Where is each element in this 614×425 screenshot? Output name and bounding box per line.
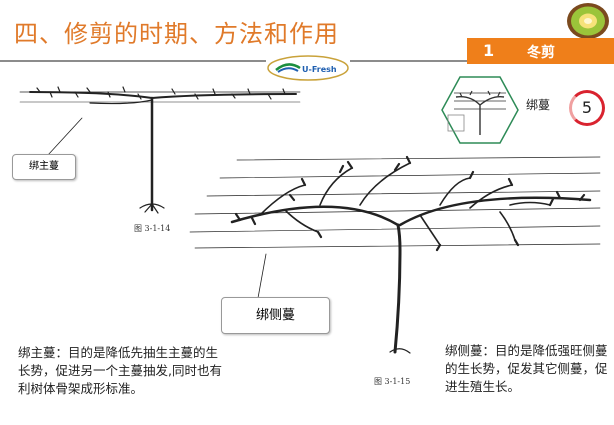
company-logo: U-Fresh	[266, 54, 350, 82]
inset-thumbnail	[440, 75, 520, 145]
large-trellis-wires	[189, 156, 601, 249]
callout-main-vine: 绑主蔓	[12, 154, 76, 180]
logo-text: U-Fresh	[302, 65, 337, 74]
small-tree-main-vine	[29, 91, 153, 99]
large-tree-trunk	[393, 223, 402, 354]
large-tree-side-vines	[259, 162, 551, 246]
kiwi-fruit-icon	[566, 2, 610, 40]
section-number: 1	[483, 41, 495, 60]
callout-side-vine: 绑侧蔓	[221, 297, 330, 334]
large-tree-main-vine	[398, 196, 592, 227]
inset-label: 绑蔓	[526, 98, 551, 112]
side-vine-description: 绑侧蔓：目的是降低强旺侧蔓的生长势，促发其它侧蔓，促进生殖生长。	[445, 343, 608, 394]
main-vine-description: 绑主蔓：目的是降低先抽生主蔓的生长势，促进另一个主蔓抽发,同时也有利树体骨架成形…	[18, 345, 222, 396]
small-tree-shoots	[36, 86, 286, 100]
large-tree-buds	[234, 155, 586, 252]
callout-pointer	[47, 117, 83, 156]
figure-caption: 图 3-1-14	[134, 224, 171, 233]
step-number-badge: 5	[569, 90, 605, 126]
large-tree-main-vine	[230, 205, 400, 227]
page-title: 四、修剪的时期、方法和作用	[14, 20, 339, 48]
callout-pointer	[257, 253, 267, 299]
section-label: 冬剪	[527, 45, 555, 61]
small-tree-main-vine	[151, 93, 297, 99]
section-badge: 1 冬剪	[467, 38, 614, 64]
figure-caption: 图 3-1-15	[374, 377, 411, 386]
small-tree-roots	[139, 203, 165, 214]
